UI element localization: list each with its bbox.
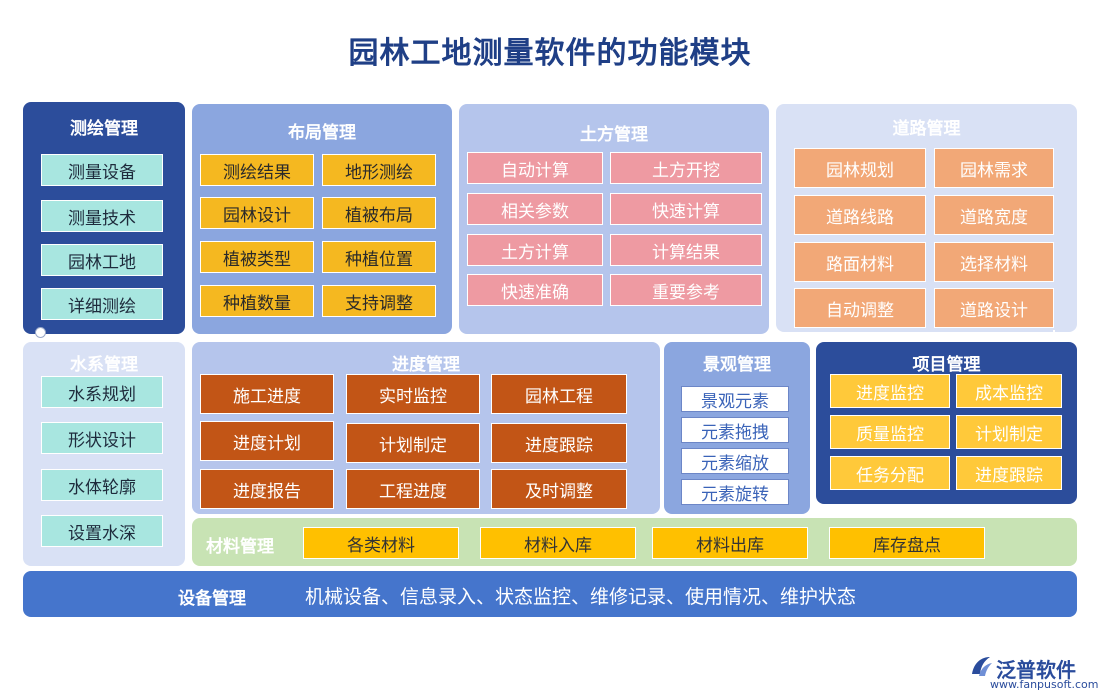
- material-item: 材料入库: [480, 527, 636, 559]
- module-project: 项目管理 进度监控 成本监控 质量监控 计划制定 任务分配 进度跟踪: [816, 342, 1077, 504]
- module-road: 道路管理 园林规划 园林需求 道路线路 道路宽度 路面材料 选择材料 自动调整 …: [776, 104, 1077, 332]
- road-item: 道路设计: [934, 288, 1054, 328]
- survey-item: 园林工地: [41, 244, 163, 276]
- landscape-item: 元素拖拽: [681, 417, 789, 443]
- earthwork-item: 计算结果: [610, 234, 762, 266]
- landscape-item: 元素缩放: [681, 448, 789, 474]
- project-item: 质量监控: [830, 415, 950, 449]
- earthwork-item: 土方计算: [467, 234, 603, 266]
- progress-item: 实时监控: [346, 374, 480, 414]
- progress-item: 工程进度: [346, 469, 480, 509]
- road-item: 路面材料: [794, 242, 926, 282]
- earthwork-item: 快速计算: [610, 193, 762, 225]
- layout-item: 种植位置: [322, 241, 436, 273]
- module-earthwork: 土方管理 自动计算 土方开挖 相关参数 快速计算 土方计算 计算结果 快速准确 …: [459, 104, 769, 334]
- earthwork-item: 快速准确: [467, 274, 603, 306]
- material-item: 库存盘点: [829, 527, 985, 559]
- project-item: 任务分配: [830, 456, 950, 490]
- module-water: 水系管理 水系规划 形状设计 水体轮廓 设置水深: [23, 342, 185, 566]
- module-title: 材料管理: [206, 537, 274, 557]
- landscape-item: 元素旋转: [681, 479, 789, 505]
- water-item: 水系规划: [41, 376, 163, 408]
- logo-mark-icon: [972, 657, 992, 676]
- project-item: 成本监控: [956, 374, 1062, 408]
- connector-line: [1053, 330, 1055, 348]
- module-title: 项目管理: [912, 355, 981, 375]
- module-title: 土方管理: [580, 125, 648, 145]
- module-layout: 布局管理 测绘结果 地形测绘 园林设计 植被布局 植被类型 种植位置 种植数量 …: [192, 104, 452, 334]
- layout-item: 植被类型: [200, 241, 314, 273]
- landscape-item: 景观元素: [681, 386, 789, 412]
- project-item: 进度监控: [830, 374, 950, 408]
- water-item: 形状设计: [41, 422, 163, 454]
- material-item: 各类材料: [303, 527, 459, 559]
- water-item: 设置水深: [41, 515, 163, 547]
- survey-item: 详细测绘: [41, 288, 163, 320]
- module-title: 设备管理: [178, 589, 246, 609]
- progress-item: 计划制定: [346, 423, 480, 463]
- layout-item: 支持调整: [322, 285, 436, 317]
- road-item: 道路线路: [794, 195, 926, 235]
- module-title: 景观管理: [703, 355, 771, 375]
- project-item: 进度跟踪: [956, 456, 1062, 490]
- logo-url: www.fanpusoft.com: [990, 678, 1099, 691]
- module-title: 进度管理: [392, 355, 460, 375]
- layout-item: 地形测绘: [322, 154, 436, 186]
- project-item: 计划制定: [956, 415, 1062, 449]
- road-item: 园林规划: [794, 148, 926, 188]
- progress-item: 进度跟踪: [491, 423, 627, 463]
- progress-item: 进度报告: [200, 469, 334, 509]
- module-landscape: 景观管理 景观元素 元素拖拽 元素缩放 元素旋转: [664, 342, 810, 514]
- progress-item: 园林工程: [491, 374, 627, 414]
- progress-item: 进度计划: [200, 421, 334, 461]
- module-title: 布局管理: [288, 123, 356, 143]
- survey-item: 测量技术: [41, 200, 163, 232]
- road-item: 自动调整: [794, 288, 926, 328]
- module-progress: 进度管理 施工进度 实时监控 园林工程 进度计划 计划制定 进度跟踪 进度报告 …: [192, 342, 660, 514]
- earthwork-item: 重要参考: [610, 274, 762, 306]
- module-title: 水系管理: [70, 355, 138, 375]
- equipment-functions: 机械设备、信息录入、状态监控、维修记录、使用情况、维护状态: [305, 586, 857, 608]
- diagram-title: 园林工地测量软件的功能模块: [348, 36, 752, 71]
- progress-item: 施工进度: [200, 374, 334, 414]
- connector-dot: [35, 327, 46, 338]
- earthwork-item: 相关参数: [467, 193, 603, 225]
- module-material: 材料管理 各类材料 材料入库 材料出库 库存盘点: [192, 518, 1077, 566]
- module-equipment: 设备管理 机械设备、信息录入、状态监控、维修记录、使用情况、维护状态: [23, 571, 1077, 617]
- layout-item: 测绘结果: [200, 154, 314, 186]
- road-item: 选择材料: [934, 242, 1054, 282]
- layout-item: 园林设计: [200, 197, 314, 229]
- module-title: 道路管理: [892, 119, 961, 139]
- module-title: 测绘管理: [70, 119, 138, 139]
- survey-item: 测量设备: [41, 154, 163, 186]
- logo-name: 泛普软件: [996, 658, 1076, 682]
- earthwork-item: 自动计算: [467, 152, 603, 184]
- brand-logo: 泛普软件 www.fanpusoft.com: [968, 654, 1098, 694]
- material-item: 材料出库: [652, 527, 808, 559]
- road-item: 道路宽度: [934, 195, 1054, 235]
- road-item: 园林需求: [934, 148, 1054, 188]
- water-item: 水体轮廓: [41, 469, 163, 501]
- module-survey: 测绘管理 测量设备 测量技术 园林工地 详细测绘: [23, 102, 185, 334]
- layout-item: 种植数量: [200, 285, 314, 317]
- progress-item: 及时调整: [491, 469, 627, 509]
- earthwork-item: 土方开挖: [610, 152, 762, 184]
- layout-item: 植被布局: [322, 197, 436, 229]
